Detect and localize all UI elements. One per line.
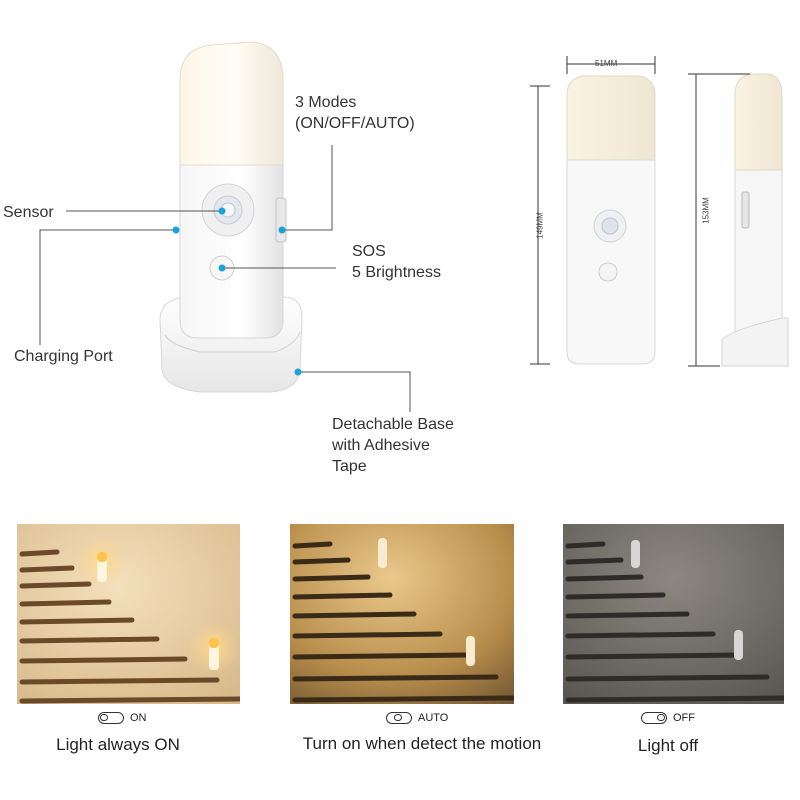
switch-off-icon [641, 712, 667, 724]
charging-port-label: Charging Port [14, 348, 113, 365]
caption-mode-auto: Turn on when detect the motion [302, 734, 542, 753]
callout-dot-modes [278, 226, 286, 234]
stairs-warm-lights-image [17, 524, 240, 704]
sensor-label: Sensor [3, 204, 54, 221]
mode-off-label: OFF [673, 712, 695, 724]
mode-auto-label: AUTO [418, 712, 449, 724]
mode-on-label: ON [130, 712, 147, 724]
switch-on-icon [98, 712, 124, 724]
callout-dot-base [294, 368, 302, 376]
switch-auto-icon [386, 712, 412, 724]
mode-off-indicator: OFF [641, 712, 695, 724]
width-dimension-label: 51MM [595, 59, 618, 68]
callout-dot-charging [172, 226, 180, 234]
base-label: Detachable Base with Adhesive Tape [332, 416, 454, 475]
sos-label: SOS 5 Brightness [352, 243, 441, 281]
photo-mode-auto [290, 524, 514, 704]
modes-label: 3 Modes (ON/OFF/AUTO) [295, 94, 415, 132]
photo-mode-on [17, 524, 240, 704]
side-height-dimension-label: 153MM [701, 197, 711, 224]
dimension-drawings [530, 56, 789, 367]
callout-dot-sos [218, 264, 226, 272]
callout-lines [39, 145, 411, 412]
caption-mode-on: Light always ON [56, 735, 180, 754]
photo-mode-off [563, 524, 784, 704]
product-main-illustration [159, 41, 303, 393]
stairs-dark-image [563, 524, 784, 704]
caption-mode-off: Light off [637, 736, 699, 755]
front-height-dimension-label: 149MM [535, 212, 545, 239]
mode-auto-indicator: AUTO [386, 712, 448, 724]
callout-dot-sensor [218, 207, 226, 215]
mode-on-indicator: ON [98, 712, 147, 724]
stairs-motion-light-image [290, 524, 514, 704]
